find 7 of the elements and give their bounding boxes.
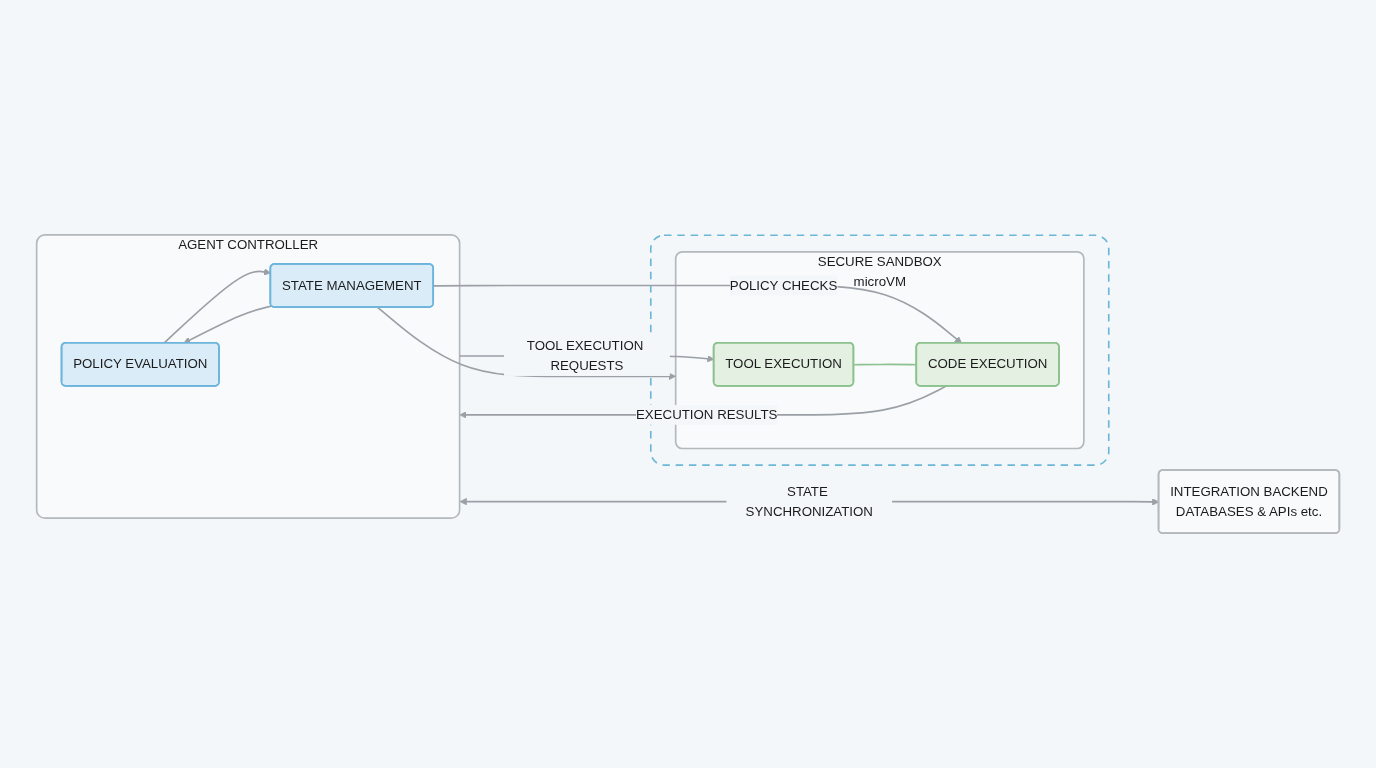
edge-label: STATE SYNCHRONIZATION <box>745 484 873 519</box>
arrow <box>376 306 676 380</box>
arrow <box>163 268 272 344</box>
edge-label: EXECUTION RESULTS <box>636 407 778 422</box>
edge-label: POLICY CHECKS <box>729 278 838 293</box>
edge-label: TOOL EXECUTION REQUESTS <box>526 338 644 373</box>
arrow <box>183 305 273 344</box>
